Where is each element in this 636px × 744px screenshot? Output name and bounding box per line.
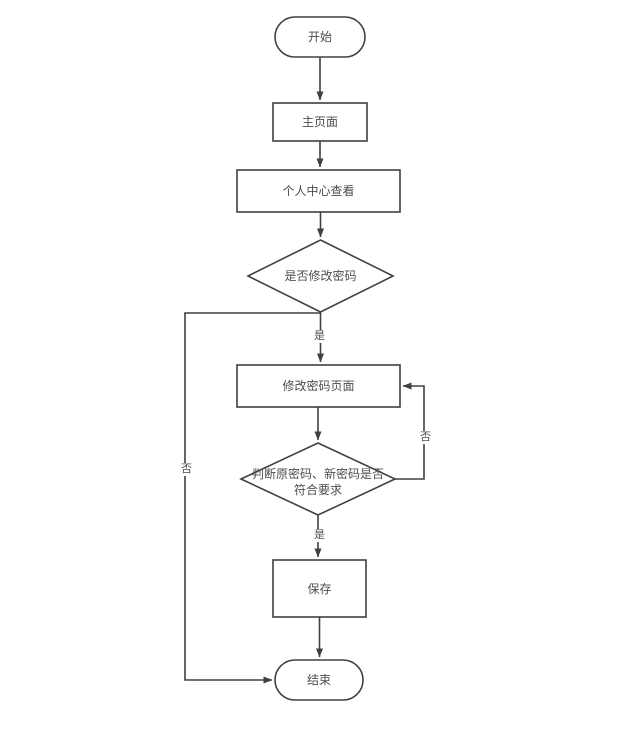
edge-label-valid-no: 否 xyxy=(417,431,434,444)
edge-decide-no xyxy=(184,312,321,684)
node-change-page-shape[interactable] xyxy=(236,364,401,408)
edge-label-decide-yes: 是 xyxy=(311,330,328,343)
node-save-shape[interactable] xyxy=(272,559,367,618)
node-decide-change-shape[interactable] xyxy=(246,239,395,313)
node-start-shape[interactable] xyxy=(274,16,366,58)
edge-label-valid-yes: 是 xyxy=(311,529,328,542)
node-decide-valid-shape[interactable] xyxy=(239,442,397,516)
node-end-shape[interactable] xyxy=(274,659,364,701)
node-home-shape[interactable] xyxy=(272,102,368,142)
node-profile-shape[interactable] xyxy=(236,169,401,213)
edge-label-decide-no: 否 xyxy=(178,463,195,476)
